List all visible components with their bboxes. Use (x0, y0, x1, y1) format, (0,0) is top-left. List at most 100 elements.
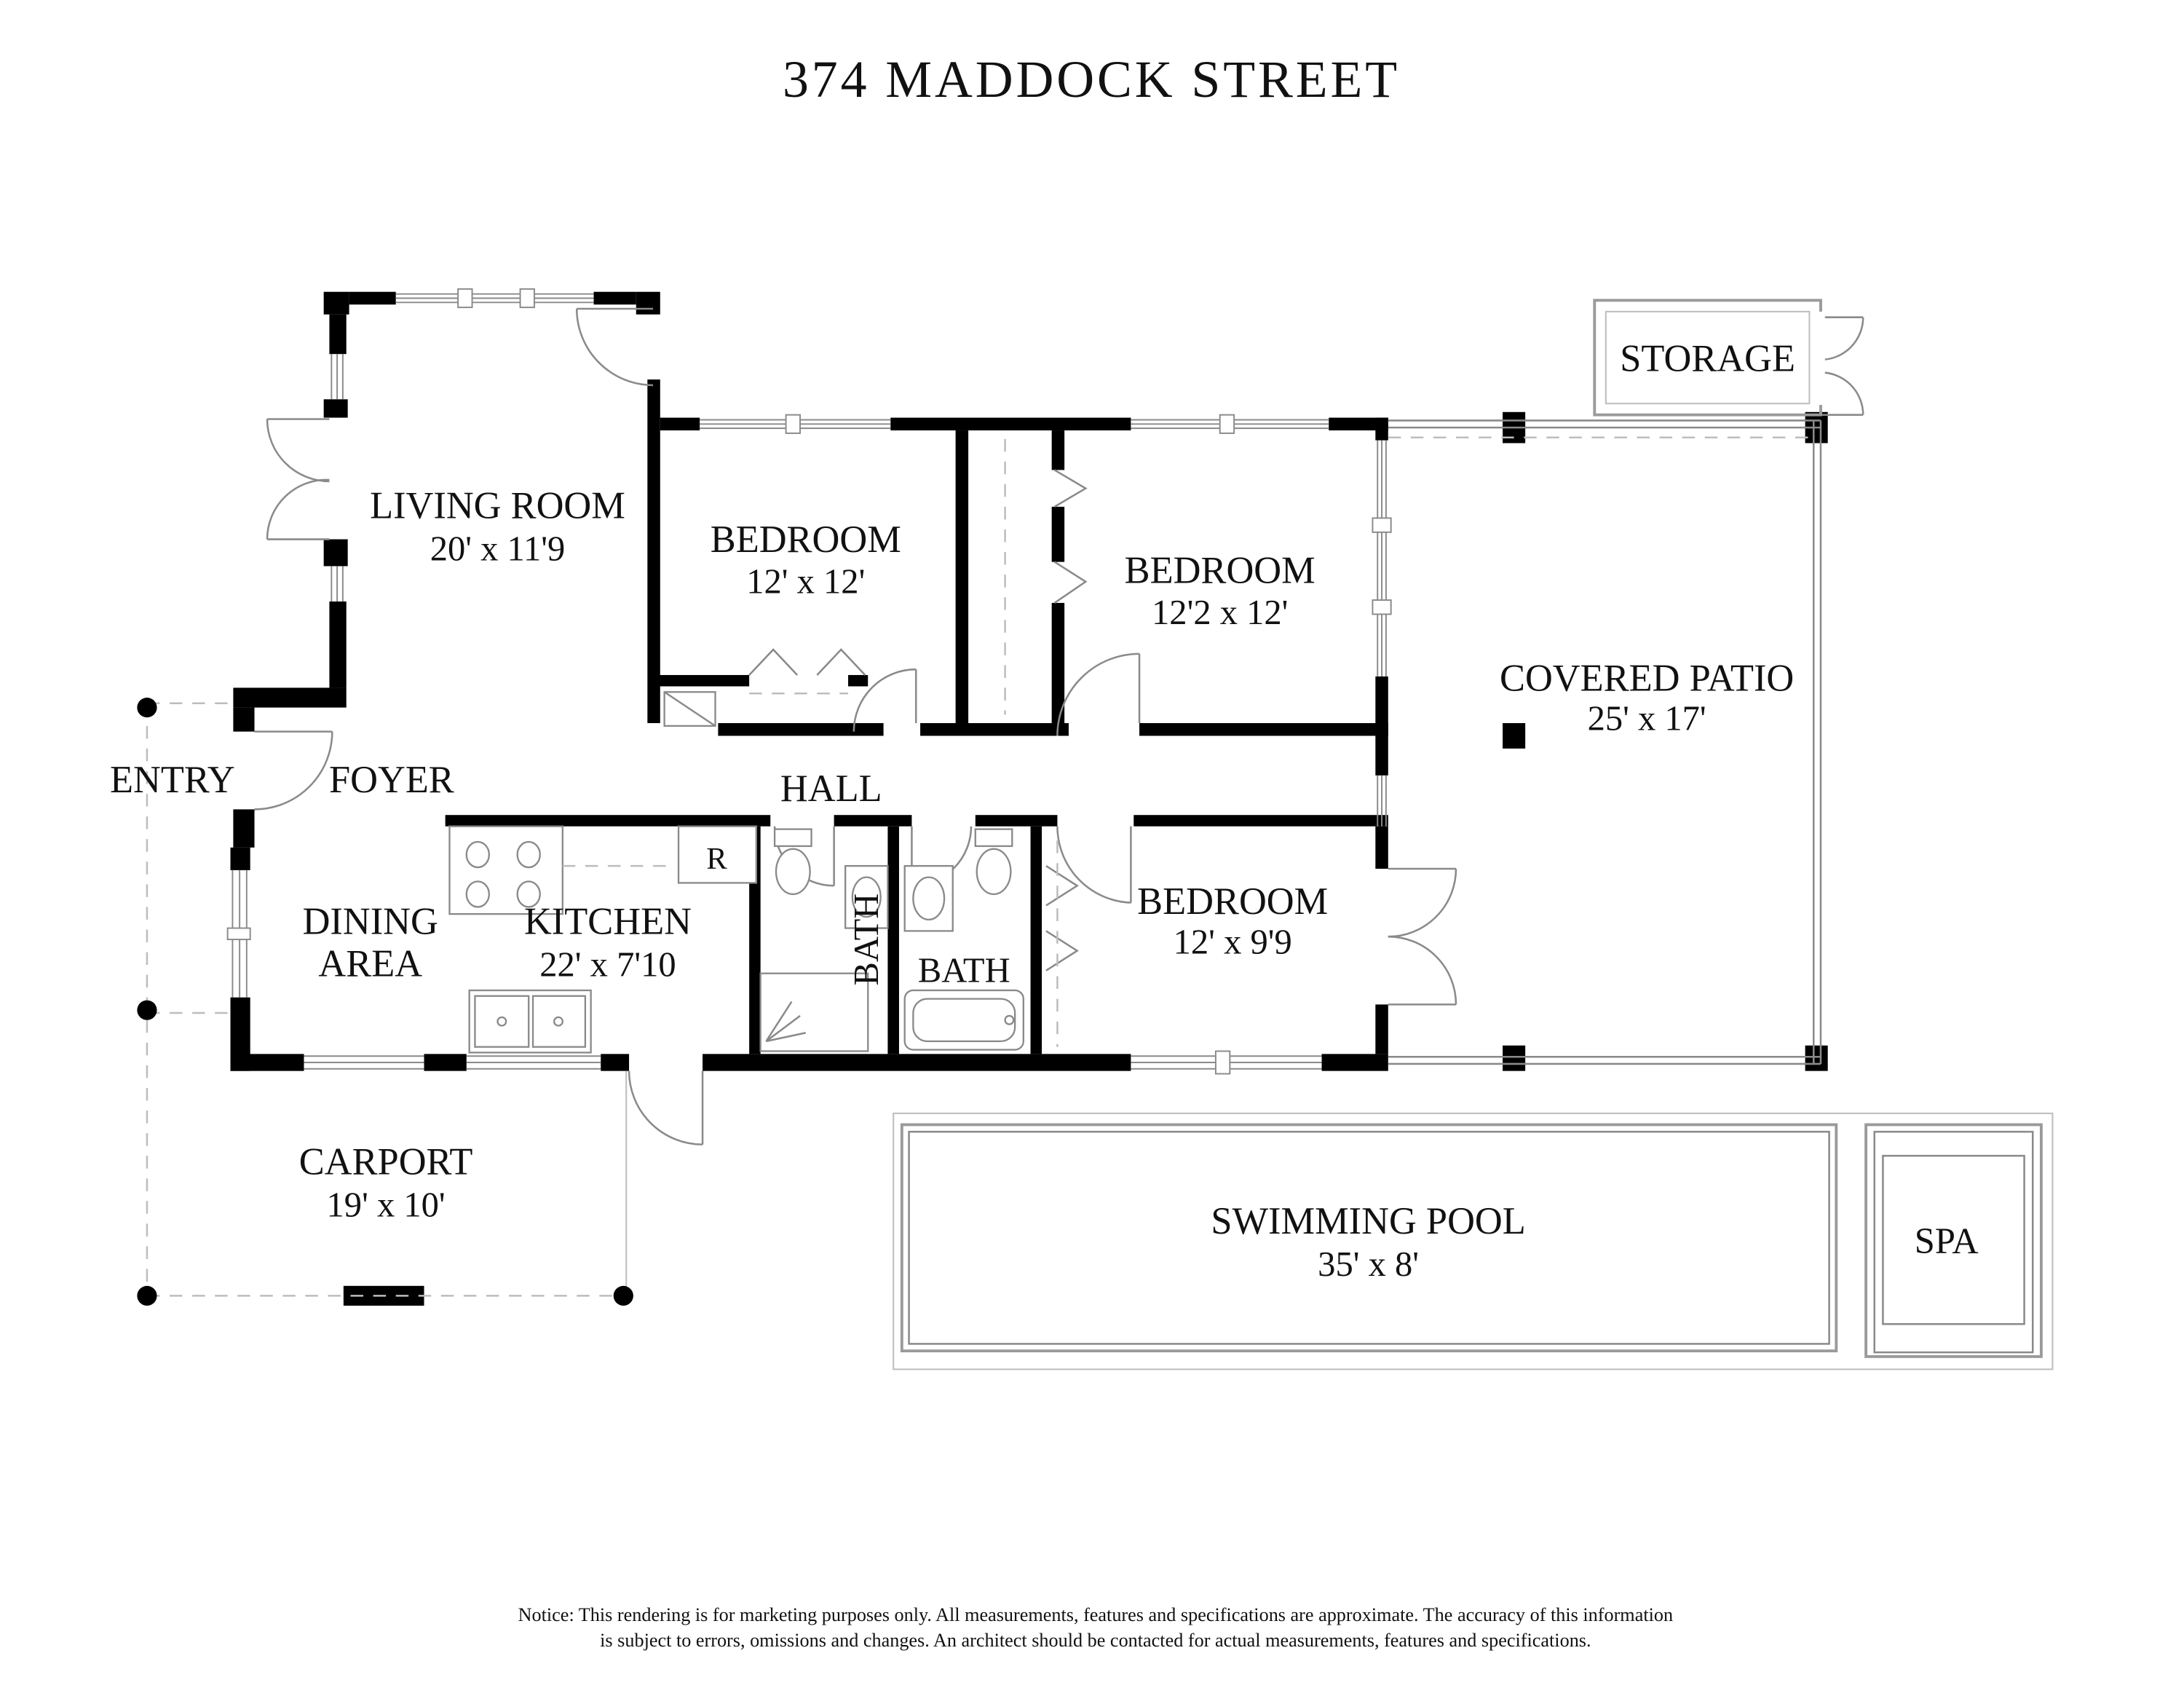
refrigerator-label: R (706, 842, 727, 876)
bifold-door (1053, 469, 1088, 508)
carport-column (137, 1285, 157, 1306)
wall-segment (230, 847, 250, 870)
stove-burner (516, 840, 541, 869)
storage-door-arc (1820, 371, 1864, 415)
shower-spray (765, 1014, 801, 1042)
bifold-door (1053, 561, 1088, 604)
spa-label: SPA (1915, 1220, 1979, 1261)
toilet-bowl (775, 848, 811, 896)
wall-segment (233, 809, 255, 848)
wall-segment (1375, 826, 1388, 869)
wall-segment (1030, 826, 1042, 1054)
bedroom2-dims: 12'2 x 12' (1152, 593, 1288, 632)
bath1-label: BATH (847, 894, 886, 986)
hall-label: HALL (780, 768, 882, 810)
wall-segment (323, 291, 349, 315)
carport-column (613, 1285, 633, 1306)
toilet-bowl (976, 848, 1012, 896)
bedroom3-label: BEDROOM (1137, 880, 1328, 923)
stove-burner (516, 880, 541, 908)
wall-segment (233, 707, 255, 732)
wall-segment (1329, 417, 1388, 431)
french-door-arc (266, 419, 330, 483)
bedroom1-door-arc (852, 668, 917, 732)
dining-area-label-line1: DINING (303, 900, 438, 942)
bedroom3-dims: 12' x 9'9 (1174, 923, 1292, 961)
living-room-label: LIVING ROOM (370, 484, 625, 526)
walls-group (230, 291, 1828, 1306)
bifold-door (1045, 930, 1079, 971)
spa-basin-outline (1882, 1154, 2025, 1325)
wall-segment (329, 314, 347, 355)
wall-segment (233, 687, 347, 708)
bedroom1-label: BEDROOM (711, 518, 901, 561)
bedroom3-door-arc (1056, 826, 1131, 904)
patio-french-door-arc (1388, 935, 1457, 1005)
fixtures-group (448, 691, 1024, 1054)
kitchen-dims: 22' x 7'10 (539, 946, 676, 985)
wall-segment (323, 539, 348, 567)
wall-segment (636, 291, 660, 315)
spa-inner-outline (1873, 1130, 2034, 1354)
bath1-sink (851, 876, 882, 918)
windows-group (226, 288, 1392, 1075)
window-sash (1372, 517, 1392, 533)
wall-segment (920, 722, 1069, 736)
window-sash (226, 927, 251, 941)
wall-segment (1375, 1004, 1388, 1054)
shower-spray (765, 1001, 793, 1042)
kitchen-label: KITCHEN (524, 900, 692, 942)
wall-segment (1051, 506, 1065, 562)
wall-segment (890, 417, 1131, 431)
patio-group (1388, 419, 1822, 1065)
wall-segment (650, 674, 750, 687)
porch-column (137, 698, 157, 718)
storage-door-gap (1813, 311, 1825, 406)
patio-post (1805, 1045, 1828, 1071)
carport-label: CARPORT (299, 1140, 473, 1183)
bifold-door (1045, 865, 1079, 907)
notice-line1: Notice: This rendering is for marketing … (518, 1604, 1674, 1625)
doors-group (254, 307, 1864, 1145)
carport-dims: 19' x 10' (327, 1186, 446, 1225)
closet-cabinet-diagonal (663, 691, 716, 727)
shower-spray (766, 1031, 807, 1043)
wall-segment (1375, 676, 1388, 776)
french-door-arc (266, 478, 330, 540)
window-sash (1214, 1050, 1231, 1075)
bedroom2-door-arc (1056, 652, 1140, 736)
bifold-door (748, 648, 799, 676)
wall-segment (593, 291, 636, 305)
pool-deck-outline (893, 1112, 2054, 1370)
wall-segment (445, 815, 771, 827)
page-title: 374 MADDOCK STREET (783, 50, 1400, 109)
carport-door-arc (628, 1070, 703, 1145)
bath2-sink (912, 876, 946, 921)
refrigerator-box (677, 825, 757, 884)
patio-french-door-arc (1388, 868, 1457, 938)
covered-patio-label: COVERED PATIO (1500, 657, 1794, 699)
wall-segment (887, 826, 899, 1054)
pool-inner-outline (908, 1130, 1830, 1345)
porch-column (137, 1000, 157, 1020)
bath2-label: BATH (918, 951, 1010, 990)
pool-outline (900, 1123, 1838, 1353)
living-room-dims: 20' x 11'9 (430, 530, 566, 569)
labels-group: 374 MADDOCK STREET LIVING ROOM 20' x 11'… (110, 50, 1979, 1651)
window-sash (1372, 599, 1392, 615)
wall-segment (323, 399, 348, 418)
covered-patio-dims: 25' x 17' (1588, 700, 1706, 738)
stove-burner (465, 840, 491, 869)
wall-segment (1375, 417, 1388, 441)
wall-segment (1321, 1054, 1388, 1071)
wall-segment (1133, 815, 1388, 827)
storage-label: STORAGE (1620, 337, 1795, 379)
wall-segment (1051, 430, 1065, 470)
stove-burner (465, 880, 491, 908)
entry-label: ENTRY (110, 759, 235, 801)
sink-drain (496, 1016, 507, 1027)
bedroom2-label: BEDROOM (1125, 550, 1315, 592)
dining-area-label-line2: AREA (318, 943, 422, 985)
